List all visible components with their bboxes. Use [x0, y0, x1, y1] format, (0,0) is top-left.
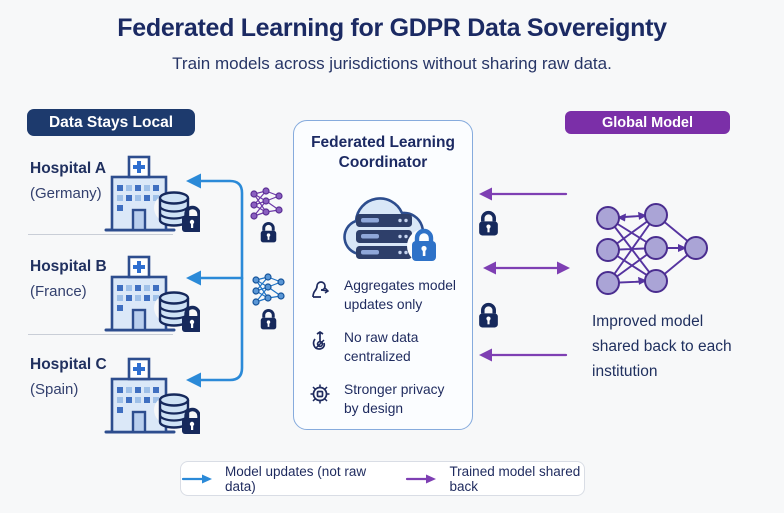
improved-model-note: Improved model shared back to each insti… — [592, 313, 732, 380]
feature-privacy: Stronger privacy by design — [308, 380, 466, 419]
blue-arrow-icon — [181, 473, 213, 485]
privacy-gear-icon — [308, 382, 332, 406]
hospital-country: (France) — [30, 283, 87, 300]
server-stack-icon — [356, 214, 412, 259]
lock-icon — [182, 305, 200, 332]
lock-icon — [182, 407, 200, 434]
divider — [28, 334, 173, 335]
lock-icon — [182, 205, 200, 232]
model-update-network-icon-blue — [249, 272, 289, 310]
lock-icon — [477, 210, 500, 237]
hospital-a-label: Hospital A (Germany) — [30, 160, 120, 202]
feature-no-raw-data: No raw data centralized — [308, 328, 466, 367]
global-model-network-icon — [590, 202, 714, 298]
data-stays-local-badge: Data Stays Local — [27, 109, 195, 136]
model-updates-arrows — [195, 179, 244, 382]
lock-icon — [259, 308, 278, 331]
feature-label: Aggregates model updates only — [344, 278, 456, 313]
divider — [28, 234, 173, 235]
hospital-name: Hospital C — [30, 356, 107, 373]
global-model-badge: Global Model — [565, 111, 730, 134]
coordinator-title: Federated Learning Coordinator — [311, 134, 455, 172]
hospital-country: (Spain) — [30, 381, 79, 398]
blue-lock-icon — [412, 228, 436, 261]
page-subtitle: Train models across jurisdictions withou… — [172, 54, 612, 73]
feature-label: No raw data centralized — [344, 330, 419, 365]
page-title: Federated Learning for GDPR Data Soverei… — [117, 14, 667, 42]
legend-label-trained-model: Trained model shared back — [449, 463, 581, 494]
no-raw-data-icon — [308, 330, 332, 354]
shared-model-arrows — [487, 192, 568, 357]
hospital-c-label: Hospital C (Spain) — [30, 356, 120, 398]
hospital-building-icon — [102, 250, 200, 334]
model-update-network-icon-purple — [247, 186, 287, 224]
cloud-server-icon — [330, 184, 442, 270]
hospital-name: Hospital A — [30, 160, 107, 177]
hospital-country: (Germany) — [30, 185, 102, 202]
aggregate-icon — [308, 278, 332, 302]
purple-arrow-icon — [405, 473, 437, 485]
legend-label-model-updates: Model updates (not raw data) — [225, 463, 367, 494]
hospital-building-icon — [102, 150, 200, 234]
database-icon — [158, 291, 190, 327]
hospital-building-icon — [102, 352, 200, 436]
hospital-b-label: Hospital B (France) — [30, 258, 120, 300]
feature-label: Stronger privacy by design — [344, 382, 445, 417]
feature-aggregates: Aggregates model updates only — [308, 276, 466, 315]
legend: Model updates (not raw data) Trained mod… — [180, 461, 585, 496]
lock-icon — [259, 221, 278, 244]
lock-icon — [477, 302, 500, 329]
hospital-name: Hospital B — [30, 258, 107, 275]
coordinator-box — [293, 120, 473, 430]
